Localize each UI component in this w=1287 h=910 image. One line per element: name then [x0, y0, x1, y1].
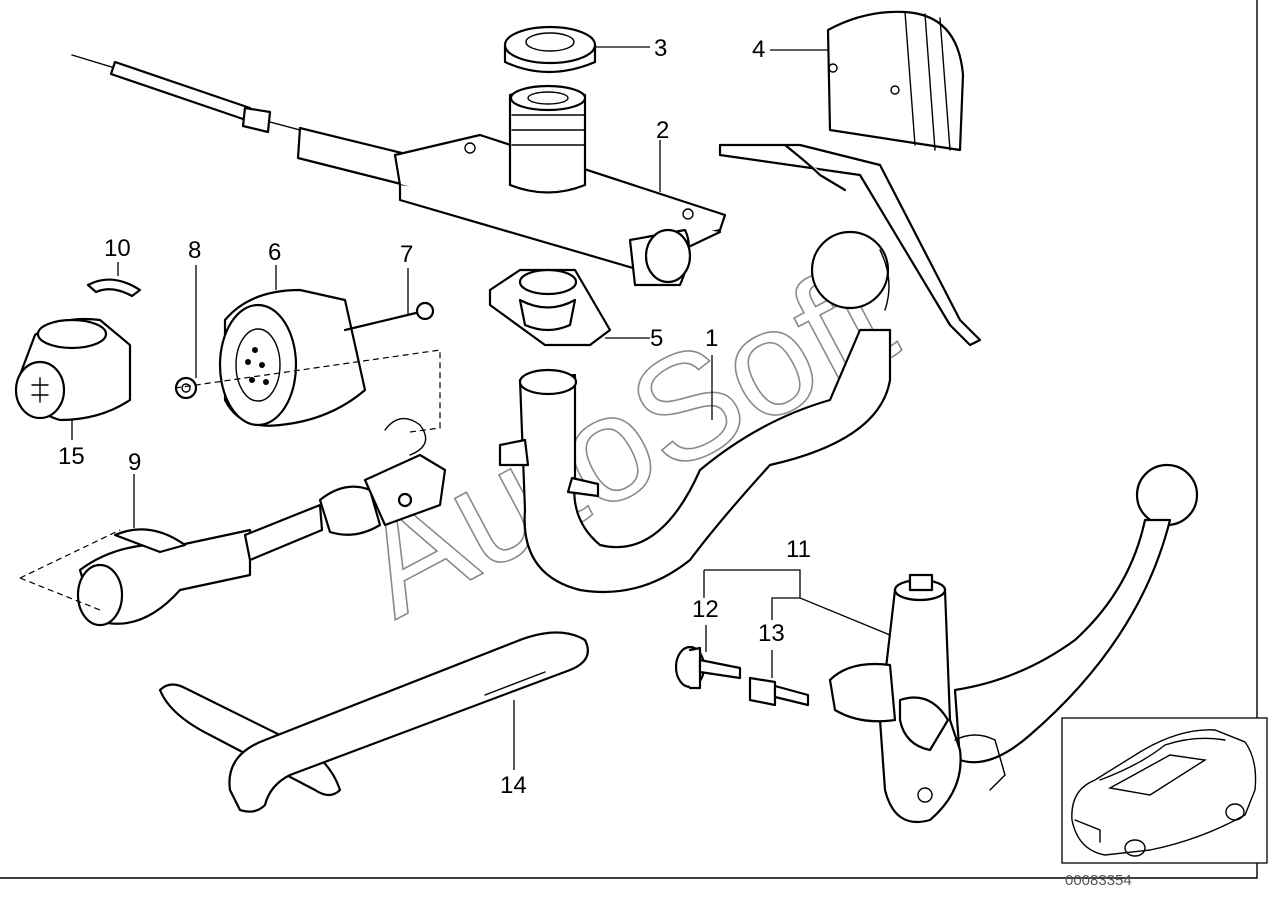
label-13: 13: [758, 620, 785, 647]
part-7-screw[interactable]: [343, 301, 435, 332]
part-6-socket[interactable]: [218, 288, 367, 427]
part-13-key[interactable]: [748, 676, 810, 707]
label-10: 10: [104, 235, 131, 262]
diagram-code: 00083354: [1065, 872, 1132, 889]
label-15: 15: [58, 443, 85, 470]
label-8: 8: [188, 237, 201, 264]
part-15-plug[interactable]: [14, 317, 132, 422]
part-10-clip[interactable]: [86, 278, 142, 298]
car-thumbnail: [1061, 717, 1268, 864]
label-9: 9: [128, 449, 141, 476]
label-2: 2: [656, 117, 669, 144]
part-3-nut[interactable]: [503, 25, 597, 74]
label-11: 11: [786, 536, 811, 563]
label-14: 14: [500, 772, 527, 799]
part-1-hitch[interactable]: [498, 230, 892, 594]
label-1: 1: [705, 325, 718, 352]
leader-lines: [71, 46, 891, 770]
part-9-cable[interactable]: [19, 349, 447, 627]
part-12-lock[interactable]: [674, 645, 742, 690]
label-7: 7: [400, 241, 413, 268]
part-11-detachable-hitch[interactable]: [828, 463, 1199, 824]
part-14-strap[interactable]: [158, 631, 589, 813]
label-3: 3: [654, 35, 667, 62]
part-5-mount[interactable]: [488, 268, 612, 347]
part-labels: 1 2 3 4 5 6 7 8 9 10 11 12 13 14 15: [58, 35, 811, 799]
part-4-housing[interactable]: [718, 10, 982, 347]
label-4: 4: [752, 36, 765, 63]
part-2-carrier[interactable]: [71, 54, 727, 287]
label-12: 12: [692, 596, 719, 623]
label-6: 6: [268, 239, 281, 266]
label-5: 5: [650, 325, 663, 352]
